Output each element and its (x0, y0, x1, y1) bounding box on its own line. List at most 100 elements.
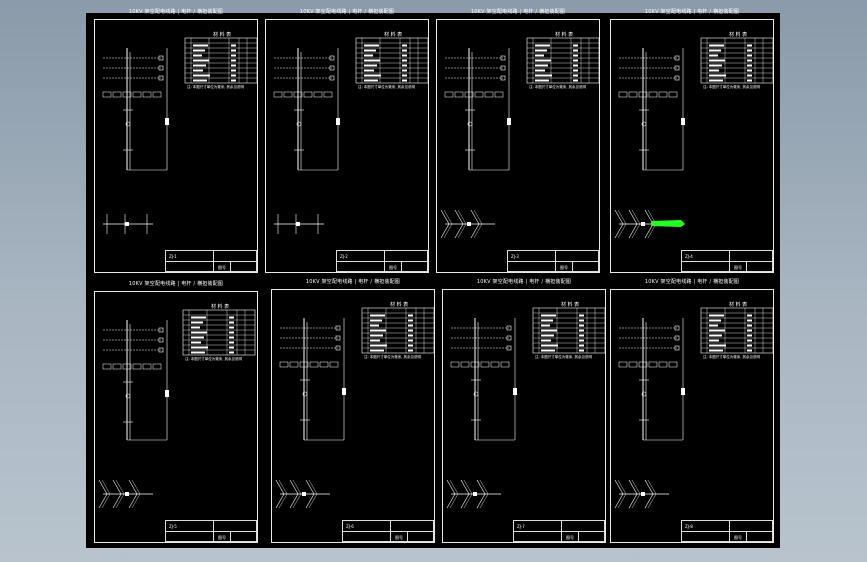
plan-chevron (292, 479, 302, 509)
table-cell-text (573, 64, 578, 67)
drawing-sheet-8[interactable]: 10KV 架空配电线路 | 电杆 / 横担装配图材 料 表注: 本图尺寸单位为毫… (610, 279, 774, 543)
fitting-box (490, 361, 500, 368)
table-cell-text (193, 49, 205, 52)
table-cell-text (535, 69, 545, 72)
drawing-sheet-6[interactable]: 10KV 架空配电线路 | 电杆 / 横担装配图材 料 表注: 本图尺寸单位为毫… (271, 279, 435, 543)
drawing-sheet-5[interactable]: 10KV 架空配电线路 | 电杆 / 横担装配图材 料 表注: 本图尺寸单位为毫… (94, 281, 258, 543)
title-block-code: ZJ-3 (511, 254, 519, 259)
plan-chevron (479, 479, 489, 509)
table-cell-text (370, 319, 382, 322)
sheet-header-text: 10KV 架空配电线路 | 电杆 / 横担装配图 (128, 281, 224, 287)
fitting-box (102, 363, 112, 370)
plan-chevron (631, 479, 641, 509)
pole-drawing (98, 309, 256, 509)
table-cell-text (231, 79, 236, 82)
fitting-box (464, 91, 474, 98)
table-cell-text (191, 326, 200, 329)
table-cell-text (370, 339, 380, 342)
table-cell-text (747, 44, 752, 47)
plan-chevron (446, 479, 456, 509)
dimension-label-box (681, 118, 685, 125)
fitting-box (668, 91, 678, 98)
fitting-box (628, 91, 638, 98)
table-cell-text (579, 344, 584, 347)
plan-chevron (443, 209, 453, 239)
plan-chevron (440, 209, 450, 239)
table-cell-text (747, 319, 752, 322)
table-cell-text (541, 339, 551, 342)
insulator-mark (329, 75, 335, 81)
table-cell-text (231, 64, 236, 67)
fitting-box (319, 361, 329, 368)
table-cell-text (541, 319, 553, 322)
selection-highlight (651, 220, 685, 227)
table-cell-text (408, 329, 413, 332)
insulator-mark (500, 75, 506, 81)
table-cell-text (535, 44, 550, 47)
fitting-box (152, 363, 162, 370)
table-cell-text (231, 49, 236, 52)
table-cell-text (747, 314, 752, 317)
insulator-mark (158, 55, 164, 61)
table-cell-text (747, 329, 752, 332)
plan-chevron (457, 209, 467, 239)
plan-center-mark (467, 222, 471, 226)
drawing-sheet-4[interactable]: 10KV 架空配电线路 | 电杆 / 横担装配图材 料 表注: 本图尺寸单位为毫… (610, 9, 774, 273)
materials-table (526, 37, 600, 84)
table-cell-text (709, 314, 724, 317)
drawing-note: 注: 本图尺寸单位为毫米, 其余见说明 (703, 85, 761, 89)
table-cell-text (709, 74, 726, 77)
plan-chevron (305, 479, 315, 509)
table-cell-text (370, 324, 379, 327)
plan-chevron (278, 479, 288, 509)
table-cell-text (541, 324, 550, 327)
table-cell-text (231, 69, 236, 72)
insulator-mark (674, 65, 680, 71)
cad-drawing-viewport[interactable]: 10KV 架空配电线路 | 电杆 / 横担装配图材 料 表注: 本图尺寸单位为毫… (86, 9, 780, 548)
dimension-label-box (165, 390, 169, 397)
plan-chevron (614, 209, 624, 239)
table-cell-text (229, 331, 234, 334)
fitting-box (132, 363, 142, 370)
drawing-sheet-7[interactable]: 10KV 架空配电线路 | 电杆 / 横担装配图材 料 表注: 本图尺寸单位为毫… (442, 279, 606, 543)
title-block-code: ZJ-8 (685, 524, 693, 529)
dimension-label-box (513, 388, 517, 395)
plan-chevron (628, 209, 638, 239)
fitting-box (470, 361, 480, 368)
fitting-box (648, 361, 658, 368)
fitting-box (279, 361, 289, 368)
table-cell-text (579, 349, 584, 352)
sheet-header-text: 10KV 架空配电线路 | 电杆 / 横担装配图 (644, 9, 740, 15)
plan-chevron (460, 479, 470, 509)
table-cell-text (573, 74, 578, 77)
table-cell-text (191, 346, 208, 349)
table-cell-text (747, 344, 752, 347)
drawing-sheet-1[interactable]: 10KV 架空配电线路 | 电杆 / 横担装配图材 料 表注: 本图尺寸单位为毫… (94, 9, 258, 273)
plan-chevron (101, 479, 111, 509)
plan-chevron (128, 479, 138, 509)
table-cell-text (573, 69, 578, 72)
drawing-sheet-3[interactable]: 10KV 架空配电线路 | 电杆 / 横担装配图材 料 表注: 本图尺寸单位为毫… (436, 9, 600, 273)
pole-drawing (446, 307, 606, 509)
pole-drawing (614, 307, 774, 509)
table-cell-text (709, 329, 725, 332)
insulator-mark (335, 345, 341, 351)
table-cell-text (191, 316, 206, 319)
table-cell-text (370, 329, 386, 332)
materials-table (361, 307, 435, 354)
table-cell-text (231, 59, 236, 62)
table-cell-text (573, 54, 578, 57)
table-cell-text (541, 344, 558, 347)
table-cell-text (709, 79, 723, 82)
plan-chevron (617, 479, 627, 509)
pole-mark (296, 121, 302, 127)
fitting-box (648, 91, 658, 98)
insulator-mark (506, 335, 512, 341)
drawing-sheet-2[interactable]: 10KV 架空配电线路 | 电杆 / 横担装配图材 料 表注: 本图尺寸单位为毫… (265, 9, 429, 273)
table-cell-text (709, 49, 721, 52)
drawing-note: 注: 本图尺寸单位为毫米, 其余见说明 (358, 85, 416, 89)
fitting-box (444, 91, 454, 98)
table-cell-text (579, 324, 584, 327)
